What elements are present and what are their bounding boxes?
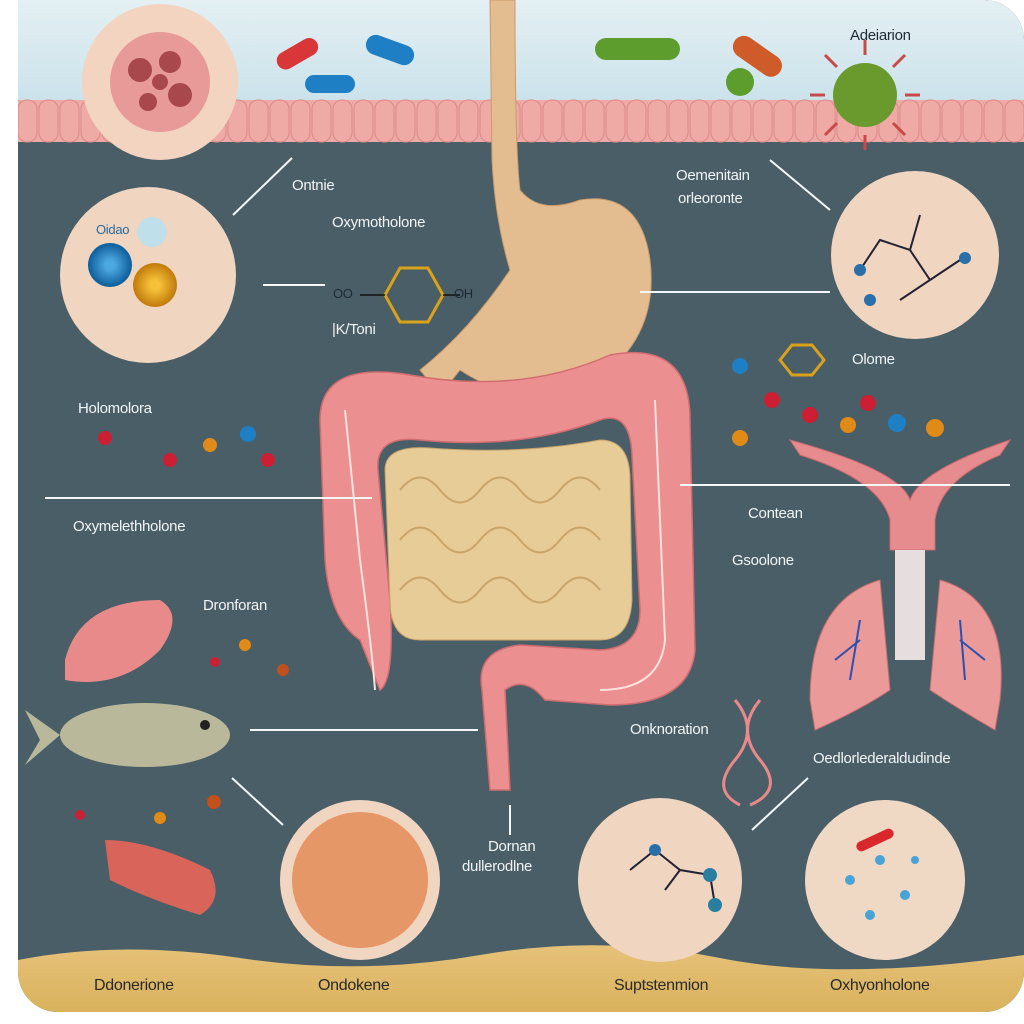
small-intestine [384, 439, 633, 641]
label-dullerodlne: dullerodlne [462, 858, 533, 875]
villus [605, 99, 626, 143]
fish-illustration [25, 703, 230, 767]
label-oo: OO [333, 286, 353, 301]
inset-molecule-structure [578, 798, 742, 962]
stomach [419, 0, 652, 396]
villus [353, 99, 374, 143]
villus [437, 99, 458, 143]
villus [584, 99, 605, 143]
villus [227, 99, 248, 143]
bottom-label-1: Ddonerione [94, 977, 174, 994]
illustration [18, 0, 1024, 1012]
villus [1004, 99, 1024, 143]
mitochondria [105, 840, 216, 915]
label-oh: OH [454, 286, 473, 301]
label-dornan: Dornan [488, 838, 536, 855]
villus [59, 99, 80, 143]
label-ontnie: Ontnie [292, 177, 335, 194]
villus [38, 99, 59, 143]
lungs-trachea [788, 439, 1012, 731]
label-dronforan: Dronforan [203, 597, 268, 614]
muscle-tissue [65, 600, 173, 682]
villus [752, 99, 773, 143]
villus [458, 99, 479, 143]
label-holomolora: Holomolora [78, 400, 152, 417]
villus [416, 99, 437, 143]
villus [920, 99, 941, 143]
bottom-label-2: Ondokene [318, 977, 390, 994]
label-oxymotholone: Oxymotholone [332, 214, 426, 231]
villus [311, 99, 332, 143]
villus [710, 99, 731, 143]
bottom-label-3: Suptstenmion [614, 977, 709, 994]
label-contean: Contean [748, 505, 803, 522]
label-olome: Olome [852, 351, 895, 368]
label-oedlorlederaldudinde: Oedlorlederaldudinde [813, 750, 951, 767]
villus [563, 99, 584, 143]
villus [773, 99, 794, 143]
villus [374, 99, 395, 143]
villus [815, 99, 836, 143]
villus [962, 99, 983, 143]
villus [332, 99, 353, 143]
villus [395, 99, 416, 143]
villus [899, 99, 920, 143]
villus [689, 99, 710, 143]
villus [794, 99, 815, 143]
villus [542, 99, 563, 143]
villus [269, 99, 290, 143]
villus [941, 99, 962, 143]
villus [647, 99, 668, 143]
villus [248, 99, 269, 143]
villus [983, 99, 1004, 143]
capsules [276, 34, 782, 96]
particles-left [98, 426, 275, 467]
villus [731, 99, 752, 143]
label-oxymelethholone: Oxymelethholone [73, 518, 186, 535]
label-oidao: Oidao [96, 222, 130, 237]
label-onknoration: Onknoration [630, 721, 709, 738]
villus [668, 99, 689, 143]
label-gsoolone: Gsoolone [732, 552, 794, 569]
arrows [45, 157, 1010, 835]
bottom-band [18, 945, 1024, 1012]
inset-compound [831, 171, 999, 339]
benzene-ring [383, 266, 445, 324]
label-orleoronte: orleoronte [678, 190, 743, 207]
villus [626, 99, 647, 143]
bottom-label-4: Oxhyonholone [830, 977, 930, 994]
diagram-panel: Adeiarion Ontnie Oxymotholone Oidao OO O… [18, 0, 1024, 1012]
label-oemenitain: Oemenitain [676, 167, 750, 184]
villus [290, 99, 311, 143]
label-adeiarion: Adeiarion [850, 27, 911, 44]
colon [319, 351, 696, 791]
inset-dispersed-particles [805, 800, 965, 960]
villus [18, 99, 38, 143]
label-kvtoni: |K/Toni [332, 321, 376, 338]
dna-helix [722, 699, 772, 807]
villus [521, 99, 542, 143]
virus-illustration [810, 40, 920, 150]
